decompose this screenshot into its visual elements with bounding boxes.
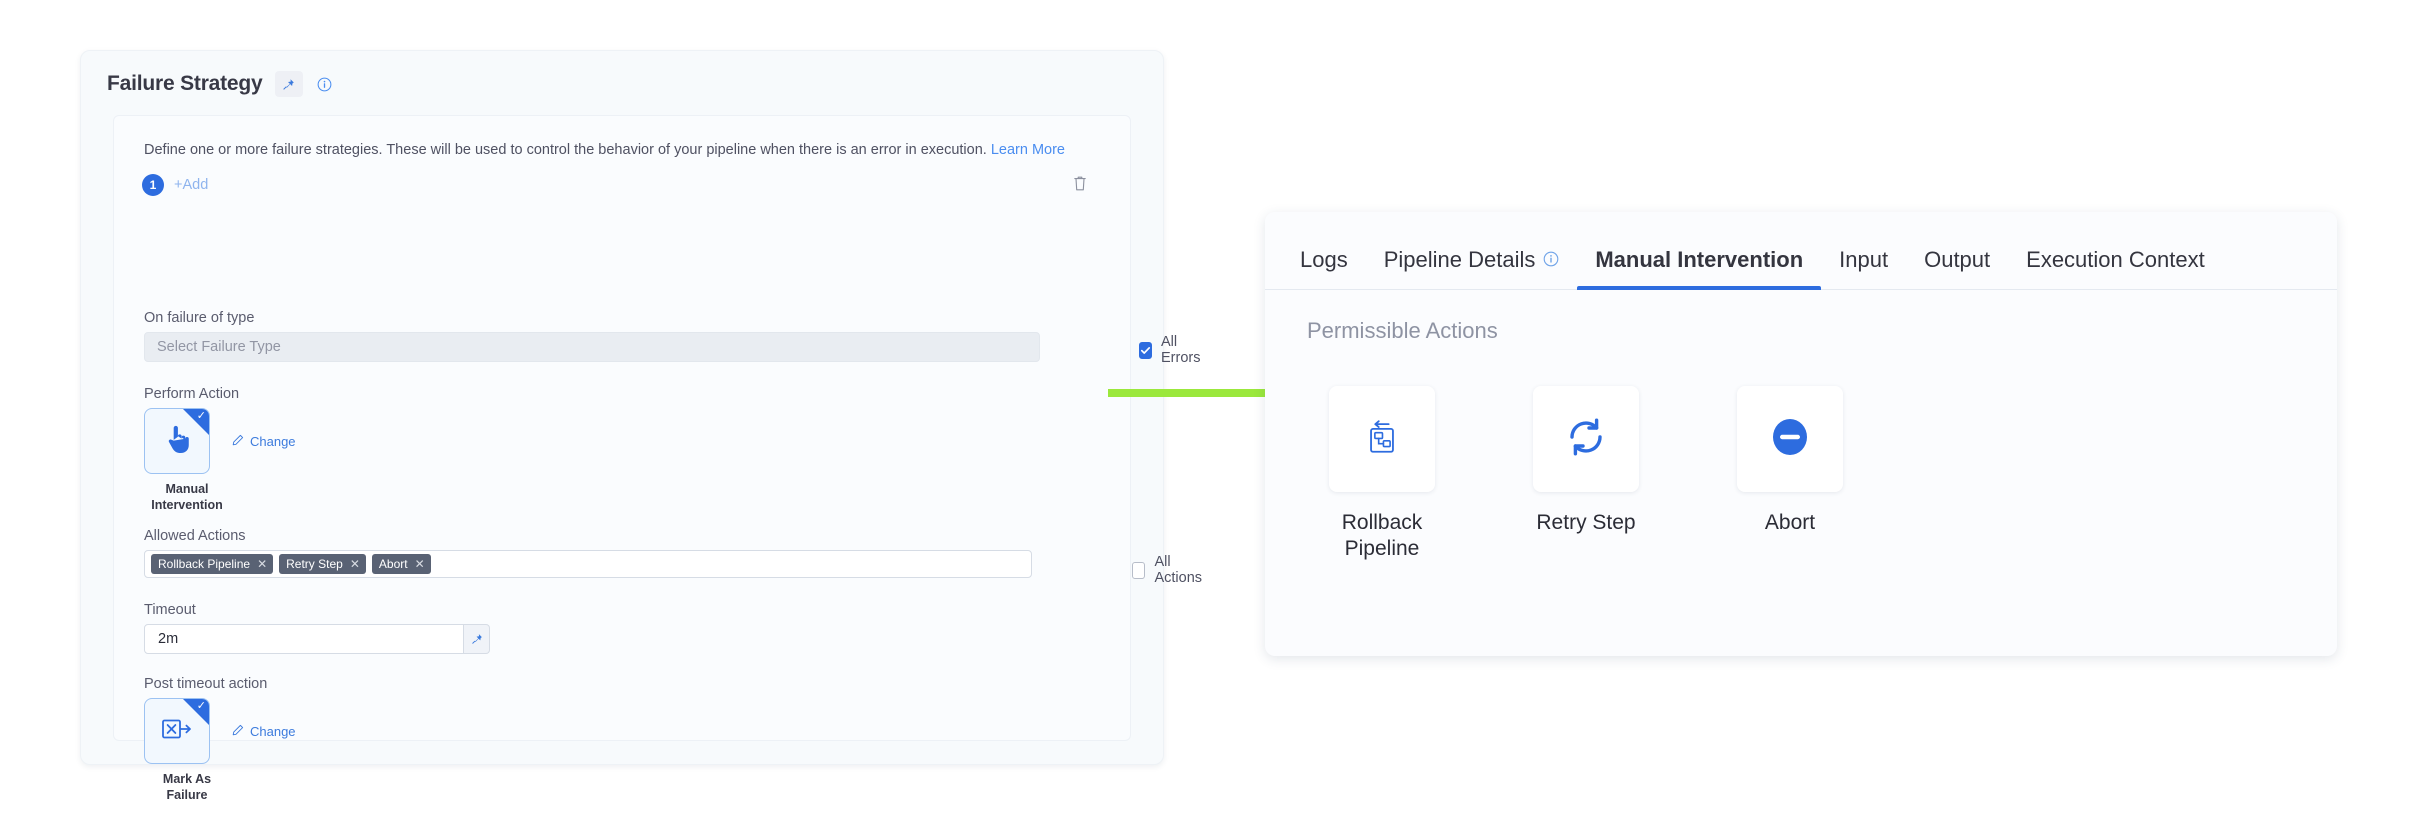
allowed-actions-input[interactable]: Rollback Pipeline ✕ Retry Step ✕ Abort ✕ <box>144 550 1032 578</box>
tag-label: Retry Step <box>286 557 343 571</box>
tag-chip[interactable]: Retry Step ✕ <box>279 554 366 574</box>
check-icon: ✓ <box>196 700 206 712</box>
pencil-icon <box>232 434 244 449</box>
mark-as-failure-tile[interactable]: ✓ <box>144 698 210 764</box>
permissible-action-rollback-pipeline[interactable]: Rollback Pipeline <box>1329 386 1435 562</box>
timeout-field-row: 2m <box>144 624 490 654</box>
action-tile[interactable] <box>1533 386 1639 492</box>
failure-type-input[interactable]: Select Failure Type <box>144 332 1040 362</box>
tab-label: Manual Intervention <box>1595 247 1804 272</box>
card-header: Failure Strategy <box>81 51 1163 111</box>
tab-input[interactable]: Input <box>1821 247 1906 289</box>
tab-execution-context[interactable]: Execution Context <box>2008 247 2223 289</box>
tab-bar: Logs Pipeline Details Manual Interventio… <box>1265 212 2337 290</box>
permissible-action-retry-step[interactable]: Retry Step <box>1533 386 1639 562</box>
manual-intervention-panel: Permissible Actions <box>1265 290 2337 562</box>
action-label: Rollback Pipeline <box>1341 511 1423 561</box>
action-label: Retry Step <box>1536 511 1636 534</box>
permissible-actions-heading: Permissible Actions <box>1307 318 1498 343</box>
all-errors-label: All Errors <box>1161 334 1201 366</box>
add-strategy-button[interactable]: +Add <box>174 177 209 193</box>
selected-corner <box>183 699 209 725</box>
tag-label: Rollback Pipeline <box>158 557 251 571</box>
rollback-pipeline-icon <box>1362 417 1402 462</box>
pin-icon[interactable] <box>464 624 490 654</box>
mark-as-failure-icon <box>160 716 194 747</box>
perform-action-selection: ✓ Manual Intervention <box>144 408 296 512</box>
trash-icon[interactable] <box>1072 174 1092 196</box>
tab-output[interactable]: Output <box>1906 247 2008 289</box>
timeout-label: Timeout <box>144 602 196 618</box>
learn-more-link[interactable]: Learn More <box>990 142 1065 158</box>
description-copy: Define one or more failure strategies. T… <box>144 142 987 158</box>
permissible-actions-grid: Rollback Pipeline Retry S <box>1307 386 2295 562</box>
pencil-icon <box>232 724 244 739</box>
all-actions-checkbox[interactable] <box>1132 561 1146 579</box>
retry-refresh-icon <box>1563 414 1609 465</box>
change-label: Change <box>250 724 296 739</box>
abort-minus-circle-icon <box>1769 416 1811 463</box>
action-tile[interactable] <box>1737 386 1843 492</box>
description-text: Define one or more failure strategies. T… <box>144 142 1065 158</box>
tag-label: Abort <box>378 557 408 571</box>
all-errors-checkbox[interactable] <box>1139 341 1152 359</box>
timeout-input[interactable]: 2m <box>144 624 464 654</box>
tab-label: Input <box>1839 247 1889 272</box>
tab-manual-intervention[interactable]: Manual Intervention <box>1577 247 1821 290</box>
remove-tag-icon[interactable]: ✕ <box>257 557 268 571</box>
tab-pipeline-details[interactable]: Pipeline Details <box>1366 247 1578 289</box>
tab-label: Pipeline Details <box>1383 247 1536 272</box>
mark-as-failure-caption: Mark As Failure <box>162 772 212 802</box>
all-actions-label: All Actions <box>1154 554 1203 586</box>
tab-label: Logs <box>1300 247 1348 272</box>
pin-icon[interactable] <box>274 71 303 97</box>
change-post-timeout-action-button[interactable]: Change <box>232 724 296 739</box>
all-errors-checkbox-group[interactable]: All Errors <box>1139 334 1204 366</box>
tab-label: Execution Context <box>2026 247 2205 272</box>
failure-type-label: On failure of type <box>144 310 255 326</box>
execution-detail-panel: Logs Pipeline Details Manual Interventio… <box>1265 212 2337 656</box>
info-circle-icon[interactable] <box>315 74 335 94</box>
allowed-actions-label: Allowed Actions <box>144 528 246 544</box>
info-circle-icon[interactable] <box>1543 247 1559 273</box>
permissible-action-abort[interactable]: Abort <box>1737 386 1843 562</box>
failure-strategy-card: Failure Strategy Define one or more fail… <box>80 50 1202 802</box>
manual-intervention-caption: Manual Intervention <box>151 482 223 512</box>
change-perform-action-button[interactable]: Change <box>232 434 296 449</box>
check-icon: ✓ <box>196 410 206 422</box>
action-tile[interactable] <box>1329 386 1435 492</box>
tag-chip[interactable]: Abort ✕ <box>371 554 431 574</box>
post-timeout-action-label: Post timeout action <box>144 676 268 692</box>
manual-intervention-tile[interactable]: ✓ <box>144 408 210 474</box>
strategy-add-row: 1 +Add <box>142 174 208 196</box>
perform-action-label: Perform Action <box>144 386 240 402</box>
tag-chip[interactable]: Rollback Pipeline ✕ <box>151 554 274 574</box>
page-title: Failure Strategy <box>107 72 263 95</box>
hand-pointer-icon <box>163 423 191 460</box>
post-timeout-action-selection: ✓ Mark As Failure Cha <box>144 698 296 802</box>
remove-tag-icon[interactable]: ✕ <box>414 557 425 571</box>
action-label: Abort <box>1764 511 1816 534</box>
tab-logs[interactable]: Logs <box>1300 247 1366 289</box>
failure-strategy-body: Define one or more failure strategies. T… <box>113 115 1202 802</box>
change-label: Change <box>250 434 296 449</box>
tab-label: Output <box>1924 247 1991 272</box>
strategy-index-badge[interactable]: 1 <box>142 174 164 196</box>
remove-tag-icon[interactable]: ✕ <box>349 557 360 571</box>
selected-corner <box>183 409 209 435</box>
all-actions-checkbox-group[interactable]: All Actions <box>1132 554 1206 586</box>
